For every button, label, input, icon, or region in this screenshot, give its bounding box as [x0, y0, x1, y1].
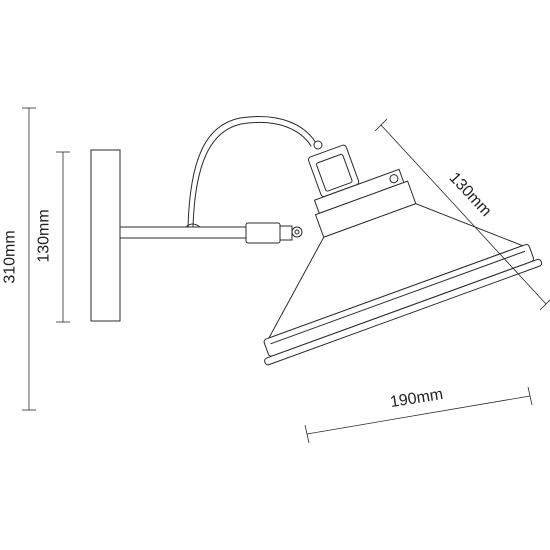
- dim-total-height-line: [22, 107, 36, 411]
- lamp-shade: [263, 144, 543, 366]
- dim-shade-width-line: [304, 386, 533, 444]
- arm-joint: [245, 222, 303, 244]
- label-total-height: 310mm: [1, 230, 19, 284]
- power-cord: [187, 116, 323, 228]
- dim-shade-height-line: [374, 118, 550, 311]
- lamp-arm: [119, 223, 247, 239]
- label-base-height: 130mm: [35, 209, 53, 263]
- dim-base-height-line: [56, 151, 70, 323]
- wall-base-plate: [90, 149, 121, 322]
